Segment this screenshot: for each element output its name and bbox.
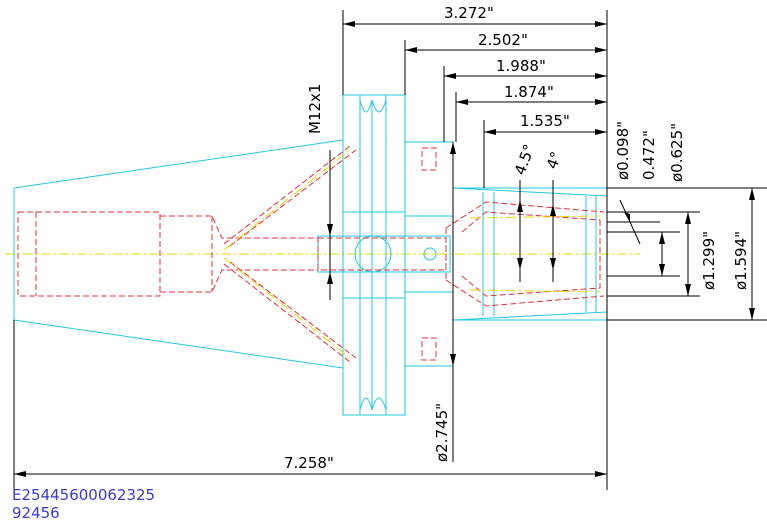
dim-1535: 1.535" — [520, 112, 570, 130]
dim-dia-1299: ø1.299" — [700, 231, 718, 290]
dim-0472: 0.472" — [640, 130, 658, 180]
dim-3272: 3.272" — [444, 4, 494, 22]
dim-dia-1594: ø1.594" — [732, 231, 750, 290]
dim-dia-0625: ø0.625" — [668, 123, 686, 182]
part-number: 92456 — [12, 504, 60, 522]
dim-angle-4: 4° — [543, 149, 566, 171]
holder-outline — [13, 94, 608, 416]
dim-7258: 7.258" — [284, 454, 334, 472]
dim-1874: 1.874" — [504, 83, 554, 101]
dim-2502: 2.502" — [478, 31, 528, 49]
part-code: E25445600062325 — [12, 486, 155, 504]
dim-dia-0098: ø0.098" — [614, 121, 632, 180]
dimension-lines — [13, 10, 767, 490]
dim-1988: 1.988" — [496, 57, 546, 75]
dim-flange-dia-2745: ø2.745" — [433, 403, 451, 462]
construction-lines — [223, 149, 601, 359]
dim-thread-m12x1: M12x1 — [306, 84, 324, 134]
hidden-lines — [17, 145, 605, 363]
dim-angle-45: 4.5° — [511, 142, 539, 178]
